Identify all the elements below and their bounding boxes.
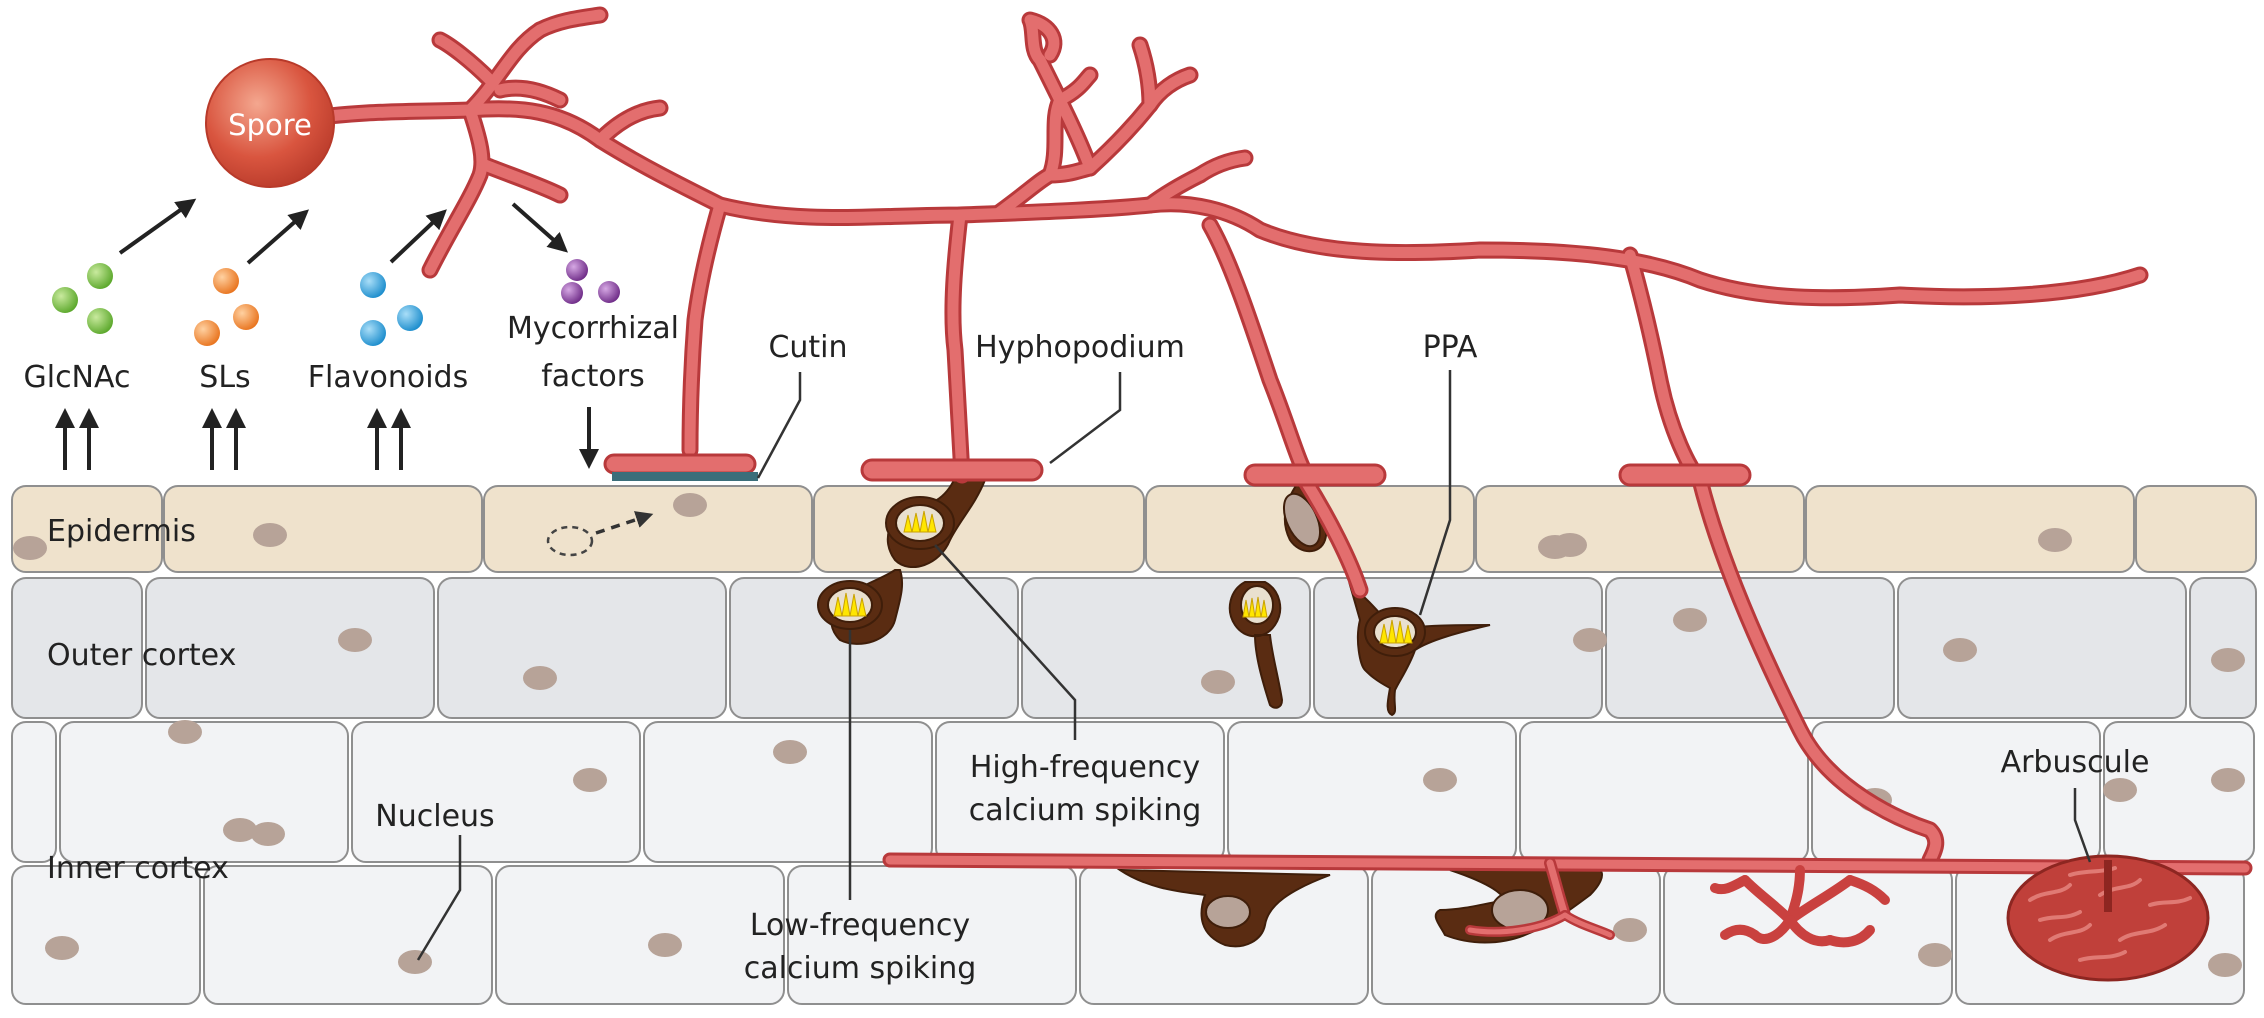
epidermis-cell <box>2136 486 2256 572</box>
cell-nucleus <box>648 933 682 957</box>
outer-cortex-cell <box>2190 578 2256 718</box>
cell-nucleus <box>45 936 79 960</box>
sls-molecules <box>194 268 259 346</box>
epidermis-cell <box>1806 486 2134 572</box>
inner-cortex-cell <box>12 866 200 1004</box>
inner-cortex-cell <box>1520 722 1808 862</box>
flavonoid-molecules <box>360 272 423 346</box>
glcnac-molecules <box>52 263 113 334</box>
label-flavonoids: Flavonoids <box>308 360 468 395</box>
cell-nucleus <box>2038 528 2072 552</box>
outer-cortex-cell <box>438 578 726 718</box>
ppa-nucleus-2 <box>828 588 872 622</box>
label-cutin: Cutin <box>768 330 847 365</box>
epidermis-cell <box>164 486 482 572</box>
label-sls: SLs <box>199 360 250 395</box>
leader-hyphopodium <box>1050 372 1120 463</box>
epidermis-layer <box>12 486 2256 572</box>
label-epidermis: Epidermis <box>47 514 196 549</box>
label-inner-cortex: Inner cortex <box>47 851 229 886</box>
mature-arbuscule <box>2008 856 2208 980</box>
cell-nucleus <box>773 740 807 764</box>
label-ppa: PPA <box>1423 330 1478 365</box>
cell-nucleus <box>2103 778 2137 802</box>
cell-nucleus <box>398 950 432 974</box>
cell-nucleus <box>251 822 285 846</box>
cell-nucleus <box>338 628 372 652</box>
inner-cortex-cell <box>496 866 784 1004</box>
cell-nucleus <box>2211 768 2245 792</box>
inner-cortex-cell <box>352 722 640 862</box>
cell-nucleus <box>13 536 47 560</box>
cell-nucleus <box>1573 628 1607 652</box>
hyphopodium-2 <box>862 460 1042 480</box>
cell-nucleus <box>2208 953 2242 977</box>
epidermis-cell <box>484 486 812 572</box>
myc-factor-molecules <box>561 259 620 304</box>
label-factors: factors <box>541 359 645 394</box>
spore-label: Spore <box>228 108 312 142</box>
inner-cortex-cell <box>204 866 492 1004</box>
cell-nucleus <box>1943 638 1977 662</box>
cell-nucleus <box>253 523 287 547</box>
label-low-frequency: Low-frequency <box>750 908 970 943</box>
epidermis-cell <box>1476 486 1804 572</box>
label-arbuscule: Arbuscule <box>2001 745 2150 780</box>
ppa-nucleus-1 <box>896 505 944 541</box>
cell-nucleus <box>1553 533 1587 557</box>
cell-nucleus <box>573 768 607 792</box>
label-hyphopodium: Hyphopodium <box>975 330 1185 365</box>
label-nucleus: Nucleus <box>375 799 494 834</box>
label-low-calcium-spiking: calcium spiking <box>744 951 977 986</box>
inner-cortex-cell <box>60 722 348 862</box>
leader-cutin <box>758 372 800 478</box>
cell-nucleus <box>673 493 707 517</box>
hyphopodia <box>605 455 1750 485</box>
hyphopodium-3 <box>1245 465 1385 485</box>
hyphopodium-1 <box>605 455 755 473</box>
epidermis-cell <box>814 486 1144 572</box>
label-high-calcium-spiking: calcium spiking <box>969 793 1202 828</box>
cell-nucleus <box>1613 918 1647 942</box>
cell-nucleus <box>1673 608 1707 632</box>
inner-cortex-cell <box>1228 722 1516 862</box>
cell-nucleus <box>1201 670 1235 694</box>
cell-nucleus <box>1918 943 1952 967</box>
cutin-layer <box>612 472 758 481</box>
hyphopodium-4 <box>1620 465 1750 485</box>
label-outer-cortex: Outer cortex <box>47 638 236 673</box>
inner-nucleus-ppa-1 <box>1206 896 1250 928</box>
cell-nucleus <box>223 818 257 842</box>
cell-nucleus <box>168 720 202 744</box>
label-mycorrhizal: Mycorrhizal <box>507 311 679 346</box>
outer-cortex-cell <box>1606 578 1894 718</box>
cell-nucleus <box>1423 768 1457 792</box>
label-glcnac: GlcNAc <box>23 360 130 395</box>
label-high-frequency: High-frequency <box>970 750 1200 785</box>
cell-nucleus <box>523 666 557 690</box>
inner-cortex-cell <box>936 722 1224 862</box>
outer-cortex-cell <box>1898 578 2186 718</box>
cell-nucleus <box>2211 648 2245 672</box>
inner-cortex-cell <box>12 722 56 862</box>
